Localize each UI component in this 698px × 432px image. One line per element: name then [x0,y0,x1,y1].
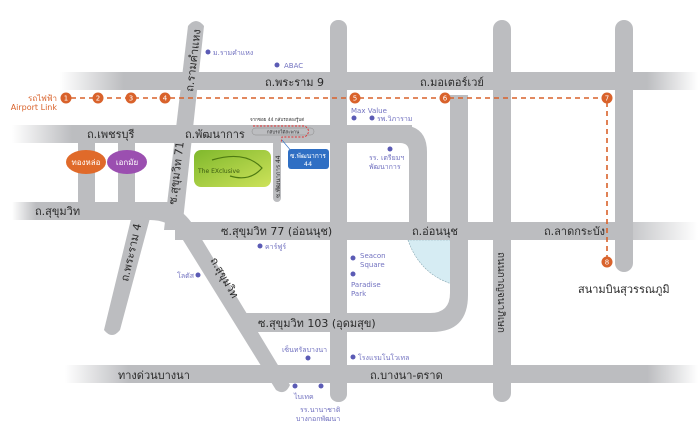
poi-bitec: ไบเทค [293,392,314,401]
station-marker-4 [159,92,171,104]
soi44-box [288,149,329,169]
station-number-5: 5 [353,95,357,103]
road-phatthanakan-curve [400,125,427,230]
station-number-7: 7 [605,95,609,103]
airport-link-label-en: Airport Link [11,103,58,112]
route-note: จากซอย 44 กลับรถสองรู้บต่ [250,117,304,123]
poi-intl-school-1: รร.นานาชาติ [300,406,341,414]
ekkamai-badge [107,150,147,174]
label-bangna-expressway: ทางด่วนบางนา [118,369,190,382]
station-marker-6 [439,92,451,104]
station-marker-2 [92,92,104,104]
poi-novotel: โรงแรมโนโวเทล [358,353,409,362]
label-kanchanaphisek: ถนนกาญจนาภิเษก [495,252,506,333]
logo-swoosh [211,155,263,179]
label-phetchaburi: ถ.เพชรบุรี [87,128,135,141]
poi-abac: ABAC [284,62,303,70]
station-marker-3 [125,92,137,104]
road-rama9 [60,72,698,90]
label-bangna-trat: ถ.บางนา-ตราด [370,369,443,382]
station-marker-5 [349,92,361,104]
label-onnut: ถ.อ่อนนุช [412,225,458,238]
poi-paradise-1: Paradise [351,281,381,289]
station-number-3: 3 [129,95,133,103]
station-number-1: 1 [64,95,68,103]
poi-ramkhamhaeng-univ: ม.รามคำแหง [213,49,253,57]
label-sukhumvit77: ซ.สุขุมวิท 77 (อ่อนนุช) [221,225,332,238]
label-airport: สนามบินสุวรรณภูมิ [578,283,670,296]
poi-seacon-1: Seacon [360,252,386,260]
road-soi44 [273,140,281,202]
road-phetchaburi [12,125,412,143]
station-marker-8 [601,256,613,268]
poi-vibharam: รพ.วิภาราม [377,115,412,123]
poi-seacon-2: Square [360,261,385,269]
thonglor-badge [66,150,106,174]
road-kanchanaphisek [493,20,511,402]
u-turn-label: กลับรถใต้สะพาน [267,130,299,136]
label-sukhumvit103: ซ.สุขุมวิท 103 (อุดมสุข) [258,317,376,330]
label-latkrabang: ถ.ลาดกระบัง [544,225,605,238]
u-turn-box [251,127,315,136]
station-number-4: 4 [163,95,168,103]
label-rama9: ถ.พระราม 9 [265,76,324,89]
airport-link-label-th: รถไฟฟ้า [28,94,57,103]
station-number-8: 8 [605,259,609,267]
road-vertical-77 [330,20,347,402]
road-onnut [175,222,698,240]
ekkamai-label: เอกมัย [116,158,138,167]
poi-school-2: พัฒนาการ [369,163,401,171]
poi-central-bangna: เซ็นทรัลบางนา [282,345,327,354]
soi44-box-line2: 44 [304,160,312,168]
station-number-6: 6 [443,95,448,103]
project-logo-text: The EXclusive [197,168,240,175]
label-sukhumvit: ถ.สุขุมวิท [35,205,80,218]
soi44-pointer [281,139,293,153]
soi44-box-line1: ซ.พัฒนาการ [290,152,326,160]
station-marker-7 [601,92,613,104]
poi-school-1: รร. เตรียมฯ [369,154,404,162]
poi-lotus: โลตัส [177,271,195,280]
label-phatthanakan: ถ.พัฒนาการ [185,128,245,141]
poi-carrefour: คาร์ฟูร์ [265,243,286,251]
poi-dots [195,49,393,389]
thonglor-label: ทองหล่อ [72,158,101,167]
road-sukhumvit103 [245,95,468,332]
poi-paradise-2: Park [351,290,367,298]
road-rama4 [104,215,150,335]
airport-link-stations: 1 2 3 4 5 6 7 8 [60,92,613,268]
road-east [615,20,633,272]
station-number-2: 2 [96,95,100,103]
label-motorway: ถ.มอเตอร์เวย์ [420,76,484,89]
poi-max-value: Max Value [351,107,387,115]
label-soi44: ซ.พัฒนาการ 44 [275,155,282,198]
poi-intl-school-2: บางกอกพัฒนา [296,415,340,423]
road-sukhumvit-diag [150,202,290,393]
station-marker-1 [60,92,72,104]
lake [407,239,456,286]
road-ramkhamhaeng [164,21,204,230]
road-bangna [65,365,698,383]
